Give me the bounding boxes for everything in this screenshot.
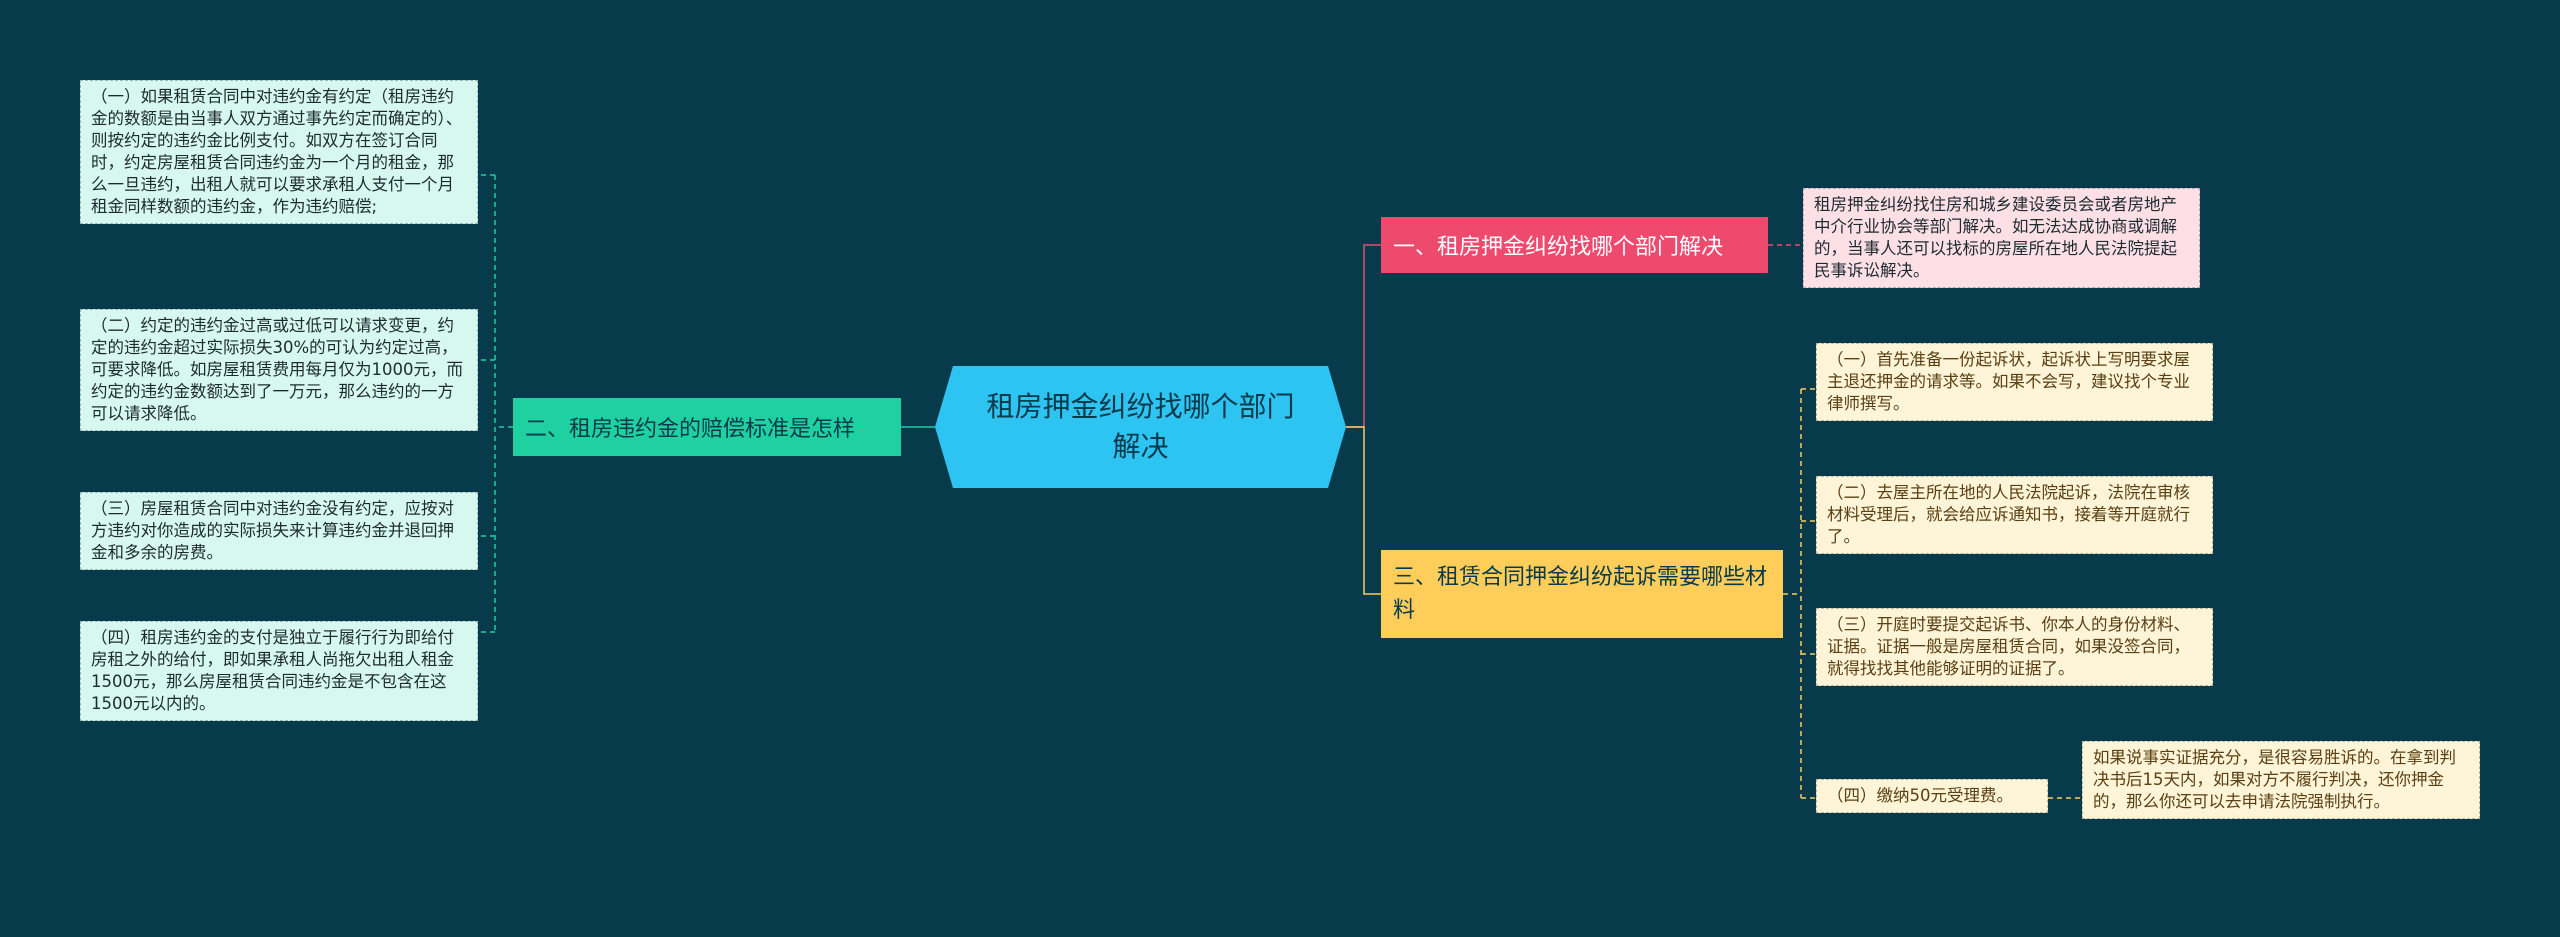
leaf-lawsuit-1[interactable]: （一）首先准备一份起诉状，起诉状上写明要求屋主退还押金的请求等。如果不会写，建议… xyxy=(1816,343,2213,421)
leaf-lawsuit-4-detail[interactable]: 如果说事实证据充分，是很容易胜诉的。在拿到判决书后15天内，如果对方不履行判决，… xyxy=(2082,741,2480,819)
leaf-lawsuit-2-text: （二）去屋主所在地的人民法院起诉，法院在审核材料受理后，就会给应诉通知书，接着等… xyxy=(1827,483,2190,546)
leaf-lawsuit-4[interactable]: （四）缴纳50元受理费。 xyxy=(1816,779,2048,813)
branch-penalty-label: 二、租房违约金的赔偿标准是怎样 xyxy=(525,417,856,442)
branch-lawsuit-materials[interactable]: 三、租赁合同押金纠纷起诉需要哪些材料 xyxy=(1381,550,1783,638)
leaf-penalty-3[interactable]: （三）房屋租赁合同中对违约金没有约定，应按对方违约对你造成的实际损失来计算违约金… xyxy=(80,492,478,570)
leaf-lawsuit-1-text: （一）首先准备一份起诉状，起诉状上写明要求屋主退还押金的请求等。如果不会写，建议… xyxy=(1827,350,2190,413)
leaf-penalty-4-text: （四）租房违约金的支付是独立于履行行为即给付房租之外的给付，即如果承租人尚拖欠出… xyxy=(91,628,454,713)
link-center-branch3 xyxy=(1346,426,1381,595)
central-topic-label: 租房押金纠纷找哪个部门解决 xyxy=(986,390,1295,463)
leaf-penalty-4[interactable]: （四）租房违约金的支付是独立于履行行为即给付房租之外的给付，即如果承租人尚拖欠出… xyxy=(80,621,478,721)
leaf-lawsuit-2[interactable]: （二）去屋主所在地的人民法院起诉，法院在审核材料受理后，就会给应诉通知书，接着等… xyxy=(1816,476,2213,554)
link-branch3-leaves xyxy=(1783,388,1816,799)
leaf-penalty-2[interactable]: （二）约定的违约金过高或过低可以请求变更，约定的违约金超过实际损失30%的可认为… xyxy=(80,309,478,431)
branch-lawsuit-label: 三、租赁合同押金纠纷起诉需要哪些材料 xyxy=(1393,565,1768,623)
link-branch2-leaves xyxy=(478,174,513,633)
leaf-lawsuit-4-detail-text: 如果说事实证据充分，是很容易胜诉的。在拿到判决书后15天内，如果对方不履行判决，… xyxy=(2093,748,2456,811)
central-topic[interactable]: 租房押金纠纷找哪个部门解决 xyxy=(935,366,1346,488)
leaf-penalty-1[interactable]: （一）如果租赁合同中对违约金有约定（租房违约金的数额是由当事人双方通过事先约定而… xyxy=(80,80,478,224)
branch-department-label: 一、租房押金纠纷找哪个部门解决 xyxy=(1393,235,1724,260)
leaf-department-detail[interactable]: 租房押金纠纷找住房和城乡建设委员会或者房地产中介行业协会等部门解决。如无法达成协… xyxy=(1803,188,2200,288)
leaf-lawsuit-3-text: （三）开庭时要提交起诉书、你本人的身份材料、证据。证据一般是房屋租赁合同，如果没… xyxy=(1827,615,2190,678)
leaf-penalty-2-text: （二）约定的违约金过高或过低可以请求变更，约定的违约金超过实际损失30%的可认为… xyxy=(91,316,463,423)
leaf-penalty-1-text: （一）如果租赁合同中对违约金有约定（租房违约金的数额是由当事人双方通过事先约定而… xyxy=(91,87,463,216)
leaf-lawsuit-3[interactable]: （三）开庭时要提交起诉书、你本人的身份材料、证据。证据一般是房屋租赁合同，如果没… xyxy=(1816,608,2213,686)
branch-department[interactable]: 一、租房押金纠纷找哪个部门解决 xyxy=(1381,217,1768,273)
leaf-department-text: 租房押金纠纷找住房和城乡建设委员会或者房地产中介行业协会等部门解决。如无法达成协… xyxy=(1814,195,2177,280)
link-center-branch1 xyxy=(1346,244,1381,428)
leaf-penalty-3-text: （三）房屋租赁合同中对违约金没有约定，应按对方违约对你造成的实际损失来计算违约金… xyxy=(91,499,454,562)
branch-penalty-standard[interactable]: 二、租房违约金的赔偿标准是怎样 xyxy=(513,398,901,456)
leaf-lawsuit-4-text: （四）缴纳50元受理费。 xyxy=(1827,786,2013,805)
